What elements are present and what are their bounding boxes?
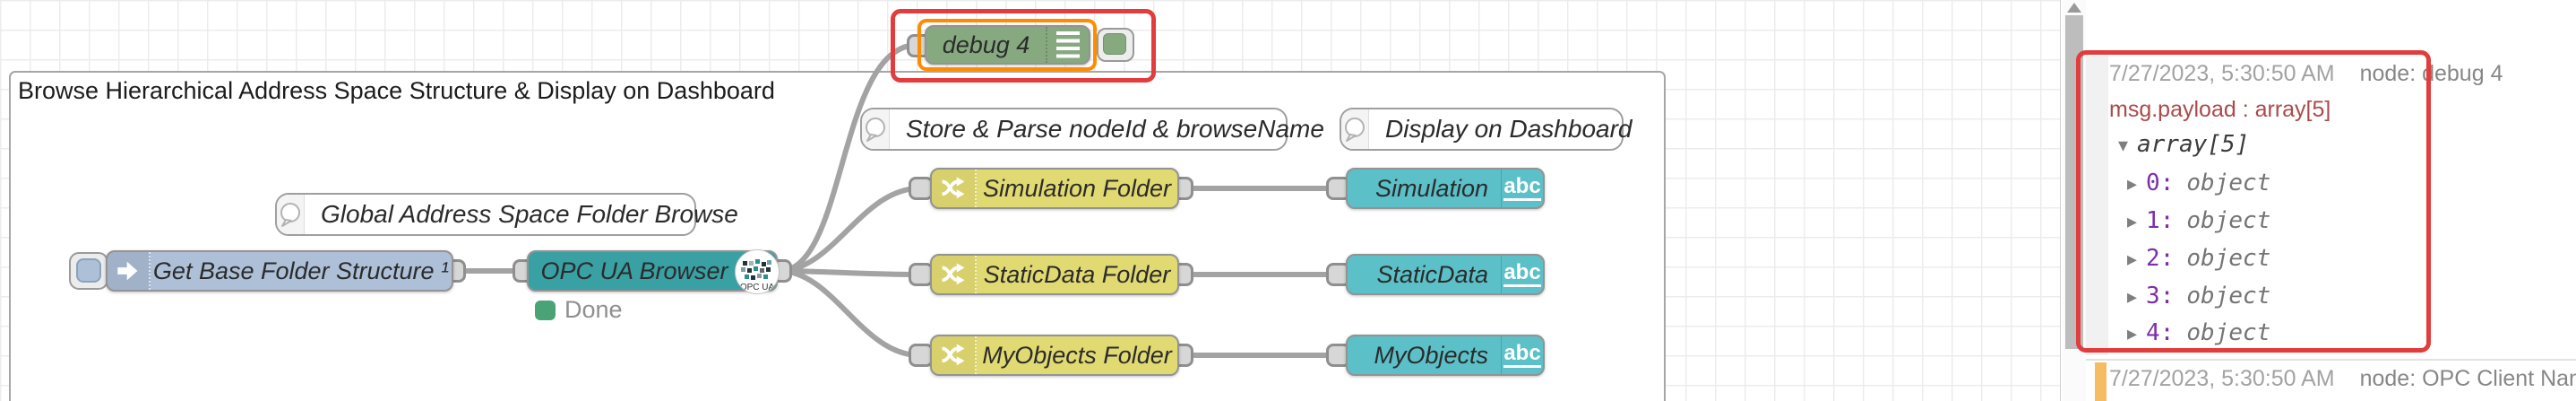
tree-item-row[interactable]: ▸3:object <box>2127 283 2271 309</box>
switch-node-staticdata[interactable]: StaticData Folder <box>930 254 1179 295</box>
flow-canvas[interactable]: Browse Hierarchical Address Space Struct… <box>0 0 2060 401</box>
wire-opcua-debug[interactable] <box>777 42 920 274</box>
debug-toggle-pad <box>1103 33 1126 55</box>
opcua-status: Done <box>535 296 623 324</box>
tree-item-row[interactable]: ▸4:object <box>2127 319 2271 346</box>
comment-bubble-icon <box>277 195 305 234</box>
message-source-node: node: OPC Client Namespace Brow <box>2359 366 2576 391</box>
inject-node-label: Get Base Folder Structure ¹ <box>152 257 450 284</box>
display-node-label: StaticData <box>1376 260 1488 288</box>
inject-node[interactable]: Get Base Folder Structure ¹ <box>106 250 453 292</box>
expand-icon[interactable]: ▸ <box>2127 323 2138 345</box>
canvas-vertical-scrollbar[interactable] <box>2063 0 2086 401</box>
debug-node-label: debug 4 <box>942 31 1030 58</box>
message-source-node: node: debug 4 <box>2359 61 2503 86</box>
debug-list-icon <box>1046 27 1089 63</box>
wire-opcua-switch3[interactable] <box>777 268 922 358</box>
switch-icon <box>932 256 977 293</box>
inject-button-pad <box>76 258 101 283</box>
comment-bubble-icon <box>1341 109 1369 149</box>
abc-text-icon: abc <box>1501 170 1543 207</box>
expand-icon[interactable]: ▸ <box>2127 248 2138 271</box>
abc-text-icon: abc <box>1501 256 1543 293</box>
debug-node[interactable]: debug 4 <box>925 25 1090 65</box>
message-meta: 7/27/2023, 5:30:50 AM node: OPC Client Na… <box>2109 366 2576 392</box>
status-text: Done <box>564 296 623 323</box>
message-path: msg : string[22] <box>2109 398 2262 401</box>
opcua-node-label: OPC UA Browser <box>540 257 728 284</box>
comment-global-browse[interactable]: Global Address Space Folder Browse <box>275 193 738 236</box>
tree-item-row[interactable]: ▸1:object <box>2127 207 2271 234</box>
switch-node-label: StaticData Folder <box>983 260 1171 288</box>
switch-node-myobjects[interactable]: MyObjects Folder <box>930 335 1179 376</box>
message-path: msg.payload : array[5] <box>2109 97 2331 122</box>
switch-icon <box>932 170 977 207</box>
display-node-label: MyObjects <box>1374 341 1488 369</box>
opcua-browser-node[interactable]: OPC UA Browser OPC UA <box>527 249 780 294</box>
debug-sidebar: 7/27/2023, 5:30:50 AM node: debug 4 msg.p… <box>2060 0 2576 401</box>
display-node-simulation[interactable]: Simulation abc <box>1346 168 1545 209</box>
inject-button[interactable] <box>69 252 108 290</box>
tree-root-row[interactable]: ▾array[5] <box>2118 131 2250 158</box>
message-timestamp: 7/27/2023, 5:30:50 AM <box>2109 61 2335 86</box>
debug-enable-toggle[interactable] <box>1097 28 1134 62</box>
status-dot-icon <box>535 300 556 320</box>
switch-node-label: Simulation Folder <box>982 174 1172 202</box>
comment-display-dashboard[interactable]: Display on Dashboard <box>1340 108 1633 151</box>
expand-icon[interactable]: ▸ <box>2127 286 2138 309</box>
switch-icon <box>932 336 977 374</box>
display-node-label: Simulation <box>1374 174 1488 202</box>
comment-label: Global Address Space Folder Browse <box>321 200 738 228</box>
scroll-up-arrow-icon[interactable] <box>2067 3 2081 13</box>
message-meta: 7/27/2023, 5:30:50 AM node: debug 4 <box>2109 61 2503 87</box>
comment-bubble-icon <box>862 109 890 149</box>
comment-label: Store & Parse nodeId & browseName <box>906 115 1324 143</box>
wire-opcua-switch1[interactable] <box>777 186 922 274</box>
switch-node-label: MyObjects Folder <box>982 341 1172 369</box>
opcua-logo-icon: OPC UA <box>735 249 780 294</box>
opcua-logo-text: OPC UA <box>739 283 775 292</box>
scrollbar-thumb[interactable] <box>2065 15 2083 349</box>
debug-message-1[interactable]: 7/27/2023, 5:30:50 AM node: debug 4 msg.p… <box>2086 52 2576 359</box>
comment-store-parse[interactable]: Store & Parse nodeId & browseName <box>860 108 1324 151</box>
message-gutter <box>2086 56 2108 355</box>
display-node-staticdata[interactable]: StaticData abc <box>1346 254 1545 295</box>
collapse-icon[interactable]: ▾ <box>2118 135 2129 157</box>
tree-item-row[interactable]: ▸2:object <box>2127 245 2271 272</box>
message-source-marker <box>2095 362 2106 401</box>
abc-text-icon: abc <box>1501 336 1543 374</box>
inject-arrow-icon <box>108 252 151 290</box>
group-label: Browse Hierarchical Address Space Struct… <box>18 77 775 104</box>
debug-message-2[interactable]: 7/27/2023, 5:30:50 AM node: OPC Client Na… <box>2086 359 2576 401</box>
tree-item-row[interactable]: ▸0:object <box>2127 170 2271 196</box>
comment-label: Display on Dashboard <box>1385 115 1633 143</box>
message-timestamp: 7/27/2023, 5:30:50 AM <box>2109 366 2335 391</box>
switch-node-simulation[interactable]: Simulation Folder <box>930 168 1179 209</box>
display-node-myobjects[interactable]: MyObjects abc <box>1346 335 1545 376</box>
expand-icon[interactable]: ▸ <box>2127 173 2138 196</box>
expand-icon[interactable]: ▸ <box>2127 211 2138 233</box>
